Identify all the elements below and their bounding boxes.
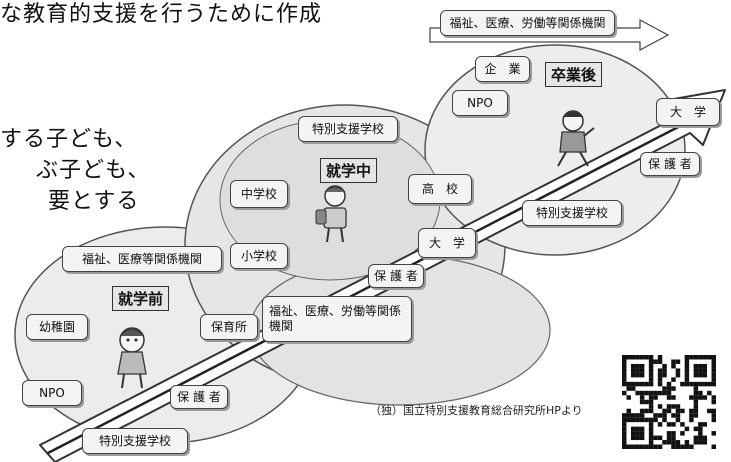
box-university-mid: 大 学 — [418, 228, 476, 258]
growth-arrow-inner-line — [47, 122, 685, 455]
stage-label-after-graduation: 卒業後 — [545, 62, 603, 87]
box-guardians-right: 保 護 者 — [640, 152, 700, 176]
stage-label-before-school: 就学前 — [112, 286, 170, 311]
background-text-line-3: ぶ子ども、 — [36, 158, 151, 183]
child-illustration-during-school — [315, 185, 347, 243]
box-special-school-top: 特別支援学校 — [298, 116, 398, 142]
box-npo-top: NPO — [452, 90, 508, 116]
box-welfare-labor-top: 福祉、医療、労働等関係機関 — [440, 10, 615, 36]
background-text-line-4: 要とする — [48, 189, 140, 214]
child-illustration-before-school — [117, 327, 147, 389]
box-university-right: 大 学 — [656, 98, 720, 126]
stage-label-during-school: 就学中 — [320, 158, 378, 183]
box-welfare-labor-mid: 福祉、医療、労働等関係機関 — [262, 296, 412, 342]
box-welfare-medical-left: 福祉、医療等関係機関 — [62, 246, 222, 272]
background-text-line-2: する子ども、 — [0, 127, 138, 152]
box-special-school-right: 特別支援学校 — [522, 200, 622, 226]
background-text-line-1: な教育的支援を行うために作成 — [0, 2, 323, 27]
box-middle-school: 中学校 — [230, 180, 288, 208]
box-npo-bottom: NPO — [22, 380, 82, 406]
box-guardians-mid: 保 護 者 — [368, 264, 424, 288]
box-guardians-bottom: 保 護 者 — [170, 385, 228, 409]
qr-code — [622, 355, 716, 449]
box-high-school: 高 校 — [408, 174, 472, 204]
box-nursery: 保育所 — [200, 314, 258, 340]
box-elementary-school: 小学校 — [230, 243, 288, 269]
box-company: 企 業 — [475, 56, 530, 82]
source-credit: （独）国立特別支援教育総合研究所HPより — [370, 404, 583, 417]
box-kindergarten: 幼稚園 — [26, 314, 88, 340]
box-special-school-bottom: 特別支援学校 — [82, 428, 188, 454]
adult-illustration-after-graduation — [557, 110, 595, 167]
